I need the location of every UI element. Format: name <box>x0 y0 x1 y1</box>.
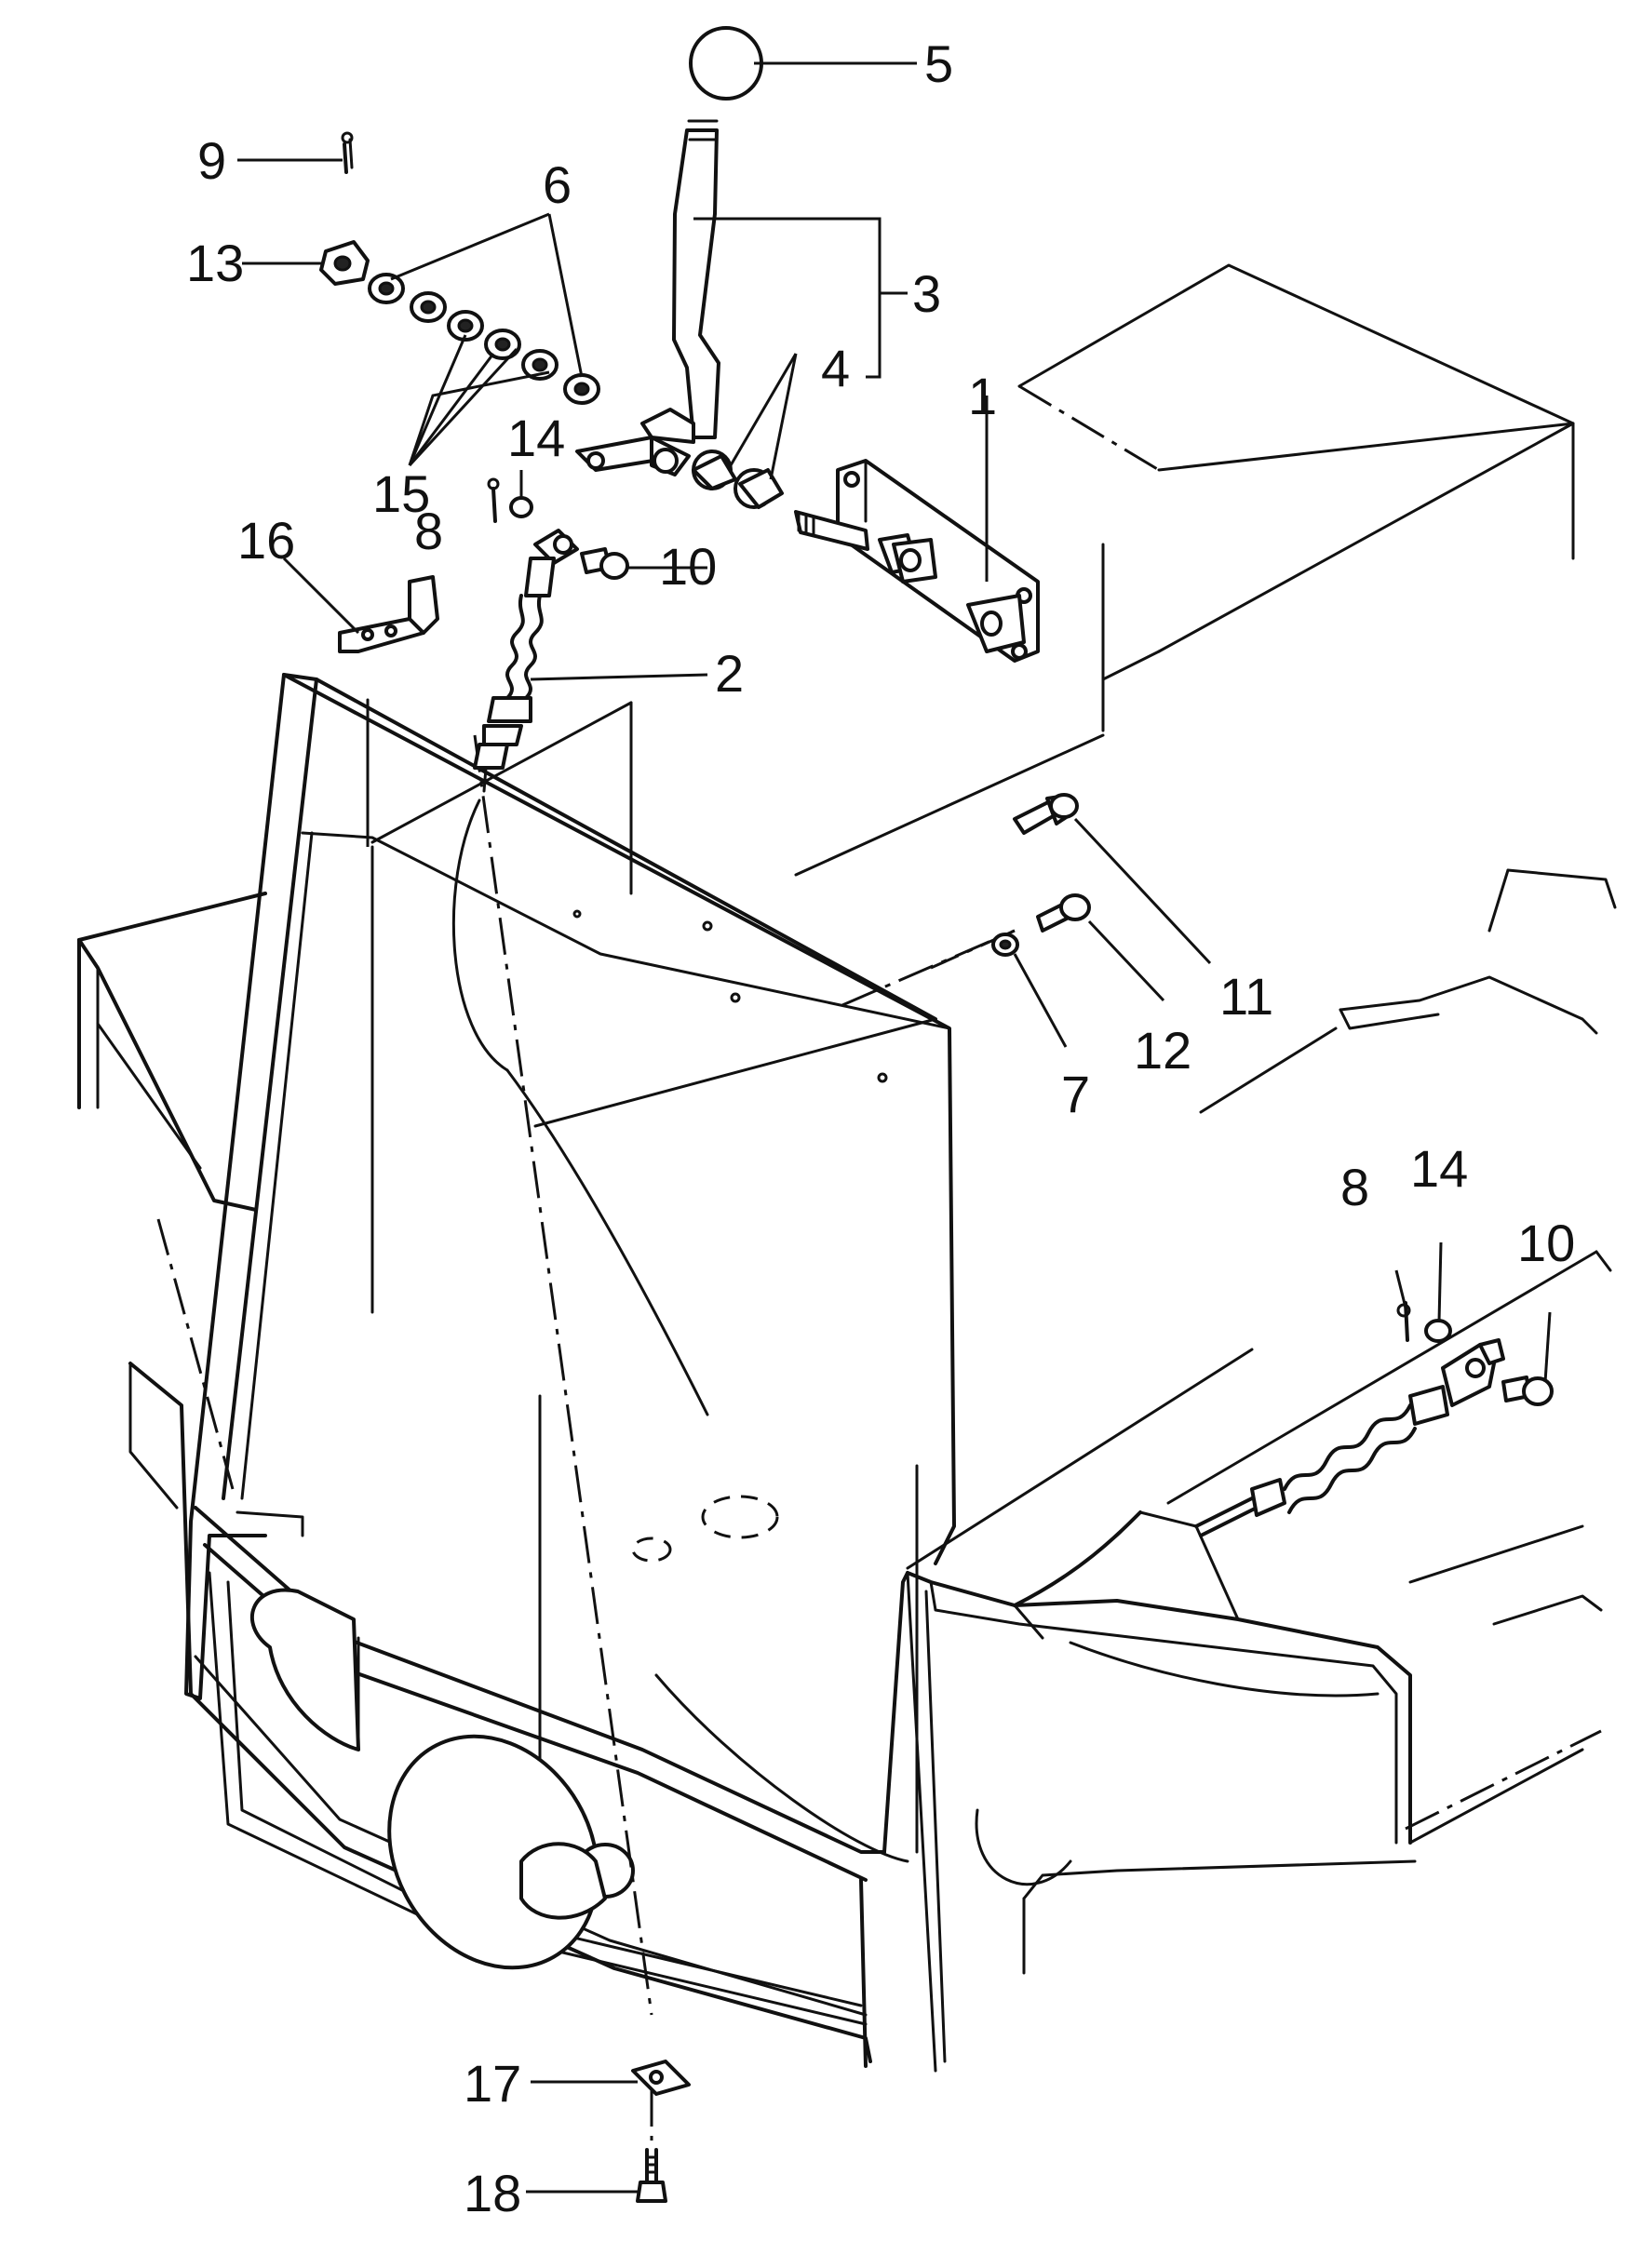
hood-left-side <box>77 892 267 1696</box>
callout-1: 1 <box>968 367 997 425</box>
cotter-pin-8-upper <box>487 477 500 523</box>
headlight-left <box>250 1588 360 1751</box>
right-cowl <box>906 1250 1612 2073</box>
cotter-pin-8-lower <box>1396 1301 1411 1342</box>
callout-11: 11 <box>1219 967 1273 1026</box>
shift-cable-lower <box>1194 1338 1505 1537</box>
nut-7 <box>991 933 1019 957</box>
clevis-pin-10-upper <box>580 547 629 580</box>
body-outline-upper-right <box>794 263 1575 877</box>
hidden-features <box>572 909 888 1563</box>
shift-lever <box>640 119 720 444</box>
fender-right <box>1199 868 1617 1114</box>
callout-18: 18 <box>464 2164 521 2222</box>
knob <box>689 26 763 101</box>
bolt-12 <box>1036 893 1091 933</box>
callout-13: 13 <box>186 234 244 292</box>
callout-17: 17 <box>464 2054 521 2113</box>
bushings-4 <box>692 450 784 509</box>
callout-12: 12 <box>1134 1021 1191 1080</box>
lever-arm <box>575 436 691 476</box>
callout-2: 2 <box>715 644 744 703</box>
washer-14-lower <box>1424 1319 1452 1343</box>
callout-10-lower: 10 <box>1517 1214 1575 1272</box>
callout-14-upper: 14 <box>507 409 565 467</box>
callout-4: 4 <box>821 339 850 397</box>
callout-8-lower: 8 <box>1340 1158 1369 1216</box>
shift-cable-upper-2 <box>473 529 579 793</box>
cotter-pin-9 <box>341 131 354 174</box>
washer-14-upper <box>509 496 533 518</box>
callout-10-upper: 10 <box>659 537 717 596</box>
callout-6: 6 <box>543 155 572 214</box>
callout-14-lower: 14 <box>1410 1139 1468 1198</box>
washers-15 <box>368 273 600 405</box>
headlight-center <box>387 1734 635 1970</box>
plate-17 <box>631 2060 691 2096</box>
hood-interior-curves <box>451 798 937 1863</box>
callout-15: 15 <box>372 464 430 523</box>
callout-16: 16 <box>237 511 295 570</box>
bracket-16 <box>338 575 439 653</box>
nut-13 <box>319 240 370 286</box>
mounting-plate-1 <box>836 459 1040 663</box>
callout-labels: 5 9 6 13 3 4 1 14 15 8 16 10 2 11 12 7 8… <box>186 34 1575 2222</box>
pivot-shaft <box>794 510 869 551</box>
bolt-18 <box>636 2148 667 2203</box>
callout-5: 5 <box>924 34 953 93</box>
callout-8-upper: 8 <box>414 502 443 560</box>
clevis-pin-10-lower <box>1501 1376 1554 1406</box>
callout-7: 7 <box>1061 1065 1090 1123</box>
callout-9: 9 <box>197 131 226 190</box>
bolt-11 <box>1013 793 1079 835</box>
leader-lines <box>237 61 1552 2194</box>
callout-3: 3 <box>912 264 941 323</box>
